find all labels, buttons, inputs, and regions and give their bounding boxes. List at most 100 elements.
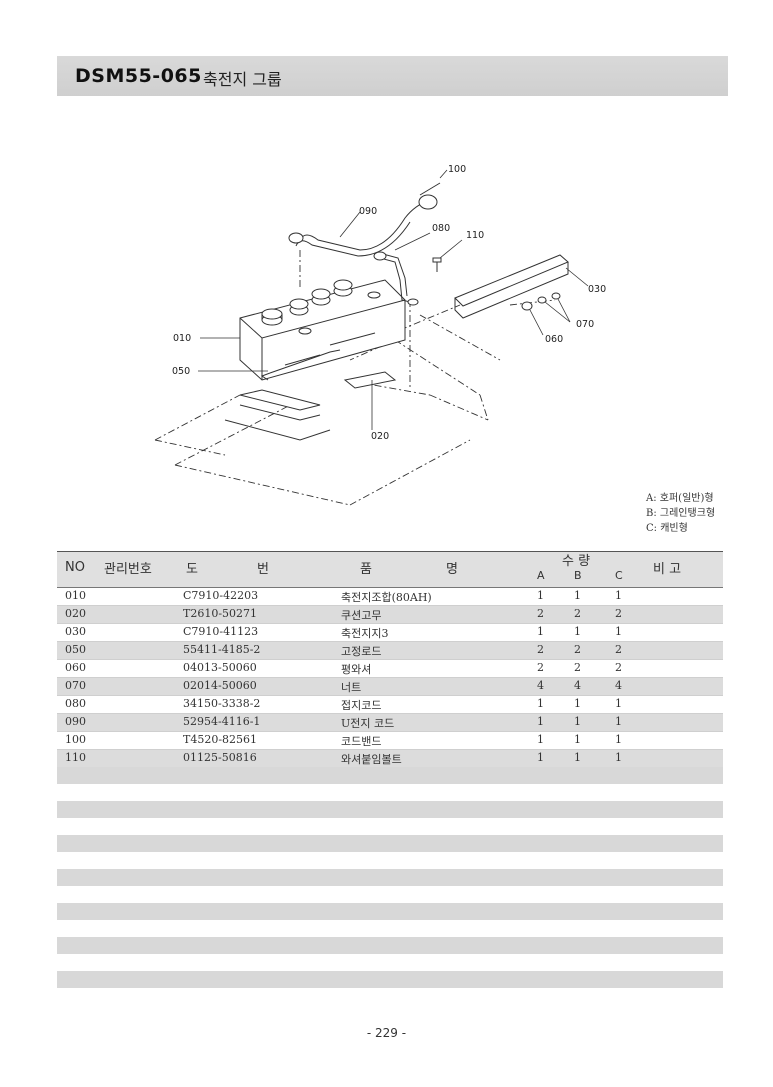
callout-030: 030 [588,284,606,295]
cell-part-name: 고정로드 [341,645,382,658]
cell-qty-a: 2 [537,661,544,674]
title-bar: DSM55-065 축전지 그룹 [57,56,728,96]
header-no: NO [65,560,85,575]
cell-qty-c: 4 [615,679,622,692]
cell-qty-b: 1 [574,697,581,710]
cell-part-name: 접지코드 [341,699,382,712]
cell-qty-a: 1 [537,715,544,728]
legend-item-c: C: 캐빈형 [646,523,688,534]
cell-qty-a: 4 [537,679,544,692]
cell-no: 090 [65,715,86,728]
table-row: 050 55411-4185-2 고정로드 2 2 2 [57,642,723,660]
cell-qty-a: 1 [537,625,544,638]
empty-row-band [57,801,723,818]
callout-060: 060 [545,334,563,345]
cell-drawing-no: 34150-3338-2 [183,697,261,710]
header-dwg-2: 번 [257,562,269,577]
callout-070: 070 [576,319,594,330]
empty-row-band [57,971,723,988]
header-dwg-1: 도 [186,562,198,577]
cell-qty-b: 2 [574,607,581,620]
cell-no: 100 [65,733,86,746]
cell-no: 110 [65,751,86,764]
callout-090: 090 [359,206,377,217]
cell-drawing-no: 52954-4116-1 [183,715,261,728]
callout-020: 020 [371,431,389,442]
header-mgmt-no: 관리번호 [104,562,152,577]
empty-row-band [57,937,723,954]
cell-qty-b: 4 [574,679,581,692]
cell-qty-c: 1 [615,715,622,728]
cell-no: 070 [65,679,86,692]
parts-table: NO 관리번호 도 번 품 명 수 량 A B C 비 고 010 C7910-… [57,551,723,768]
header-name-1: 품 [360,562,372,577]
cell-part-name: U전지 코드 [341,717,395,730]
cell-qty-a: 1 [537,589,544,602]
table-row: 090 52954-4116-1 U전지 코드 1 1 1 [57,714,723,732]
cell-qty-b: 2 [574,643,581,656]
header-name-2: 명 [446,562,458,577]
cell-qty-c: 1 [615,625,622,638]
cell-drawing-no: T4520-82561 [183,733,258,746]
callout-110: 110 [466,230,484,241]
cell-qty-b: 1 [574,733,581,746]
table-row: 060 04013-50060 평와셔 2 2 2 [57,660,723,678]
header-qty: 수 량 [562,554,591,569]
cell-qty-a: 1 [537,733,544,746]
section-code: DSM55-065 [75,65,202,87]
callout-050: 050 [172,366,190,377]
cell-qty-b: 1 [574,751,581,764]
legend-item-b: B: 그레인탱크형 [646,508,716,519]
cell-qty-a: 2 [537,607,544,620]
cell-no: 060 [65,661,86,674]
header-qty-b: B [574,569,582,582]
cell-part-name: 축전지지3 [341,627,389,640]
table-header: NO 관리번호 도 번 품 명 수 량 A B C 비 고 [57,551,723,588]
callout-080: 080 [432,223,450,234]
header-remark: 비 고 [653,562,682,577]
cell-drawing-no: C7910-42203 [183,589,259,602]
cell-no: 050 [65,643,86,656]
table-row: 110 01125-50816 와셔붙임볼트 1 1 1 [57,750,723,768]
type-legend: A: 호퍼(일반)형 B: 그레인탱크형 C: 캐빈형 [646,491,715,536]
table-row: 080 34150-3338-2 접지코드 1 1 1 [57,696,723,714]
cell-part-name: 와셔붙임볼트 [341,753,402,766]
header-qty-c: C [615,569,623,582]
table-row: 010 C7910-42203 축전지조합(80AH) 1 1 1 [57,588,723,606]
cell-qty-a: 1 [537,751,544,764]
table-body: 010 C7910-42203 축전지조합(80AH) 1 1 1 020 T2… [57,588,723,768]
cell-qty-c: 2 [615,607,622,620]
cell-drawing-no: 01125-50816 [183,751,257,764]
table-row: 030 C7910-41123 축전지지3 1 1 1 [57,624,723,642]
cell-qty-c: 2 [615,643,622,656]
cell-qty-c: 1 [615,733,622,746]
table-row: 020 T2610-50271 쿠션고무 2 2 2 [57,606,723,624]
cell-drawing-no: 02014-50060 [183,679,257,692]
table-row: 100 T4520-82561 코드밴드 1 1 1 [57,732,723,750]
cell-drawing-no: 55411-4185-2 [183,643,261,656]
cell-part-name: 쿠션고무 [341,609,382,622]
cell-qty-c: 1 [615,751,622,764]
cell-qty-b: 2 [574,661,581,674]
callout-100: 100 [448,164,466,175]
cell-part-name: 코드밴드 [341,735,382,748]
legend-item-a: A: 호퍼(일반)형 [646,493,714,504]
cell-qty-a: 2 [537,643,544,656]
cell-qty-b: 1 [574,589,581,602]
cell-no: 010 [65,589,86,602]
cell-part-name: 평와셔 [341,663,372,676]
cell-qty-b: 1 [574,625,581,638]
cell-part-name: 너트 [341,681,362,694]
cell-drawing-no: 04013-50060 [183,661,257,674]
cell-no: 020 [65,607,86,620]
cell-qty-c: 2 [615,661,622,674]
cell-qty-b: 1 [574,715,581,728]
section-title: 축전지 그룹 [203,70,282,89]
header-qty-a: A [537,569,545,582]
cell-drawing-no: T2610-50271 [183,607,258,620]
empty-row-band [57,903,723,920]
callout-010: 010 [173,333,191,344]
cell-qty-c: 1 [615,697,622,710]
cell-no: 030 [65,625,86,638]
